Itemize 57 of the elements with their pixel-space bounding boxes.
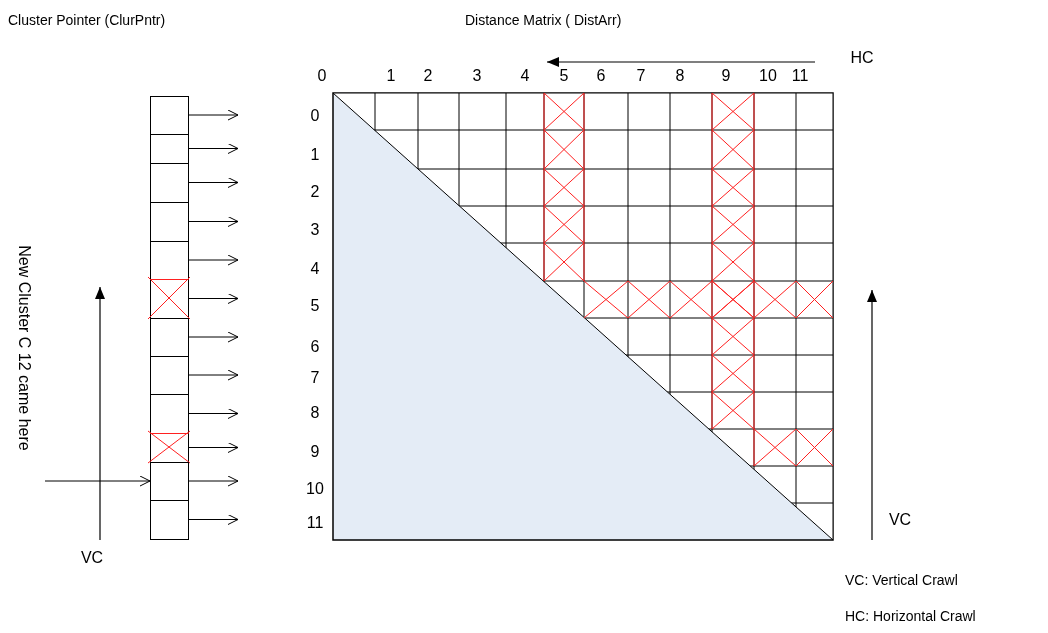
- arrow: [188, 408, 239, 419]
- column-index: 6: [596, 68, 606, 84]
- pointer-cell: [150, 96, 189, 135]
- arrow: [188, 177, 239, 188]
- column-index: 5: [559, 68, 569, 84]
- legend-text: VC: Vertical Crawl: [845, 573, 958, 587]
- row-index: 8: [310, 405, 320, 421]
- axis-label: HC: [850, 50, 874, 66]
- arrow: [188, 216, 239, 227]
- pointer-cell: [150, 163, 189, 203]
- pointer-cell: [150, 462, 189, 501]
- arrow: [188, 293, 239, 304]
- axis-label: VC: [888, 512, 912, 528]
- pointer-cell: [150, 356, 189, 395]
- pointer-cell: [150, 394, 189, 434]
- arrow: [188, 475, 239, 487]
- heading-text: Distance Matrix ( DistArr): [465, 13, 622, 27]
- column-index: 1: [386, 68, 396, 84]
- column-index: 9: [721, 68, 731, 84]
- annotation-text: New Cluster C 12 came here: [16, 245, 32, 451]
- row-index: 9: [310, 444, 320, 460]
- column-index: 4: [520, 68, 530, 84]
- row-index: 7: [310, 370, 320, 386]
- pointer-cell: [150, 202, 189, 242]
- column-index: 11: [791, 68, 809, 84]
- arrow: [188, 109, 239, 121]
- column-index: 7: [636, 68, 646, 84]
- pointer-cell: [150, 500, 189, 540]
- row-index: 10: [306, 481, 324, 497]
- pointer-cell: [150, 134, 189, 164]
- column-index: 3: [472, 68, 482, 84]
- arrow: [44, 475, 151, 487]
- row-index: 11: [306, 515, 324, 531]
- crossed-out-cell: [150, 433, 189, 463]
- column-index: 2: [423, 68, 433, 84]
- legend-text: HC: Horizontal Crawl: [845, 609, 976, 623]
- arrow: [188, 514, 239, 525]
- row-index: 2: [310, 184, 320, 200]
- arrow: [188, 369, 239, 381]
- column-index: 8: [675, 68, 685, 84]
- arrow: [188, 254, 239, 266]
- arrow: [188, 143, 239, 154]
- arrow: [188, 442, 239, 453]
- arrow: [188, 331, 239, 343]
- column-index: 10: [759, 68, 777, 84]
- row-index: 6: [310, 339, 320, 355]
- pointer-cell: [150, 241, 189, 280]
- column-index: 0: [317, 68, 327, 84]
- pointer-cell: [150, 318, 189, 357]
- row-index: 0: [310, 108, 320, 124]
- crossed-out-cell: [150, 279, 189, 319]
- row-index: 3: [310, 222, 320, 238]
- row-index: 4: [310, 261, 320, 277]
- axis-label: VC: [80, 550, 104, 566]
- heading-text: Cluster Pointer (ClurPntr): [8, 13, 166, 27]
- row-index: 5: [310, 298, 320, 314]
- row-index: 1: [310, 147, 320, 163]
